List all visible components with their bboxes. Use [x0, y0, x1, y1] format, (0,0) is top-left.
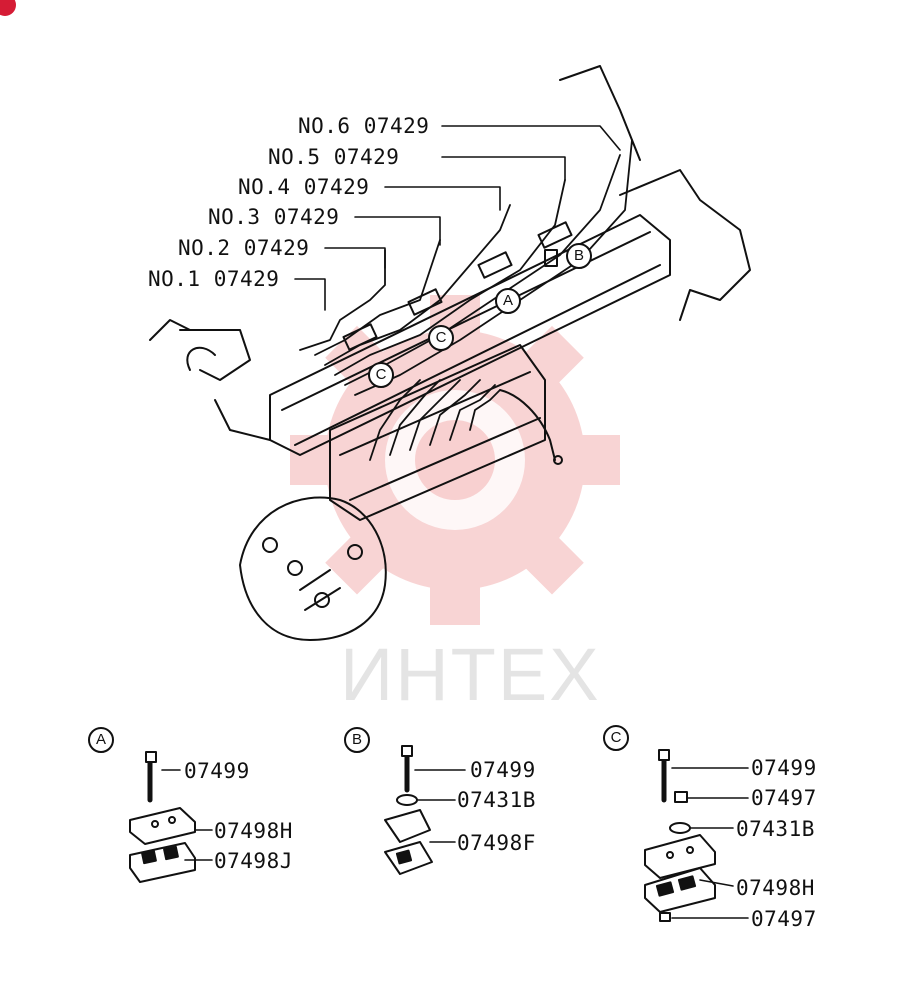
marker-c-upper: C	[428, 325, 454, 351]
marker-c-lower: C	[368, 362, 394, 388]
detail-a-part-bolt: 07499	[184, 759, 250, 783]
detail-c-part-clamp: 07498H	[736, 876, 815, 900]
callout-no4: NO.4 07429	[238, 175, 370, 199]
detail-b-part-washer: 07431B	[457, 788, 536, 812]
callout-no2: NO.2 07429	[178, 236, 310, 260]
detail-c-part-bolt: 07499	[751, 756, 817, 780]
callout-no3: NO.3 07429	[208, 205, 340, 229]
housing	[239, 496, 387, 641]
marker-b: B	[566, 243, 592, 269]
corner-badge	[0, 0, 16, 16]
marker-a: A	[495, 288, 521, 314]
injection-pump	[329, 344, 546, 521]
callout-no5: NO.5 07429	[268, 145, 400, 169]
detail-b-part-bolt: 07499	[470, 758, 536, 782]
callout-no6: NO.6 07429	[298, 114, 430, 138]
detail-a-marker: A	[88, 727, 114, 753]
detail-c-part-nut-lower: 07497	[751, 907, 817, 931]
detail-b-marker: B	[344, 727, 370, 753]
detail-c-part-washer: 07431B	[736, 817, 815, 841]
detail-b-part-clamp: 07498F	[457, 831, 536, 855]
watermark-text: ИНТЕХ	[340, 633, 601, 716]
detail-a-part-upper-clamp: 07498H	[214, 819, 293, 843]
detail-c-marker: C	[603, 725, 629, 751]
detail-a-part-lower-clamp: 07498J	[214, 849, 293, 873]
callout-no1: NO.1 07429	[148, 267, 280, 291]
detail-c-part-nut-upper: 07497	[751, 786, 817, 810]
